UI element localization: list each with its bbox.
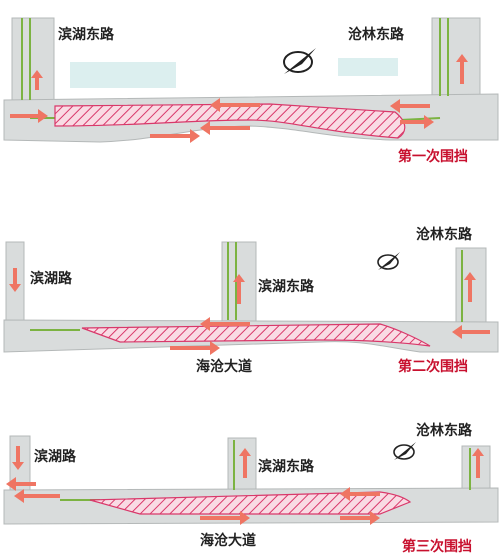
traffic-arrow [200,511,250,525]
traffic-arrow [472,448,484,478]
traffic-arrow [233,274,245,304]
stage-label: 第一次围挡 [398,149,468,165]
road-binhudong-vertical [227,437,257,499]
road-binhudong-vertical [11,17,55,115]
panel-3 [3,435,499,525]
road-label-haicang: 海沧大道 [200,533,256,549]
traffic-arrow [10,109,48,123]
traffic-arrow [340,511,380,525]
traffic-arrow [200,121,250,135]
traffic-arrow [452,325,490,339]
road-label-canglindong: 沧林东路 [416,227,472,243]
road-label-binhudong: 滨湖东路 [58,27,114,43]
road-label-binhu: 滨湖路 [30,271,72,287]
compass-icon [377,252,400,270]
panel-2 [3,241,499,355]
traffic-arrow [456,54,468,84]
road-label-binhudong: 滨湖东路 [258,459,314,475]
traffic-arrow [340,487,380,501]
traffic-arrow [239,448,251,478]
road-label-binhudong: 滨湖东路 [258,279,314,295]
traffic-arrow [150,129,200,143]
traffic-arrow [210,98,260,112]
construction-zone [81,323,431,347]
road-label-canglindong: 沧林东路 [348,27,404,43]
traffic-arrow [14,489,60,503]
road-label-canglindong: 沧林东路 [416,423,472,439]
compass-icon [283,48,316,74]
panel-1 [3,17,499,143]
traffic-arrow [400,115,434,129]
stage-label: 第三次围挡 [402,539,472,555]
traffic-arrow [31,70,43,90]
traffic-arrow [6,477,36,491]
traffic-arrow [170,341,220,355]
traffic-arrow [390,99,430,113]
road-label-binhu: 滨湖路 [34,449,76,465]
road-label-haicang: 海沧大道 [196,359,252,375]
stage-label: 第二次围挡 [398,359,468,375]
compass-icon [393,442,416,460]
traffic-arrow [200,317,250,331]
building-block [70,62,176,88]
construction-zone [54,103,406,139]
traffic-arrow [464,272,476,302]
construction-zone [89,491,412,515]
building-block [338,58,398,76]
traffic-arrow [12,446,24,470]
traffic-arrow [9,268,21,292]
